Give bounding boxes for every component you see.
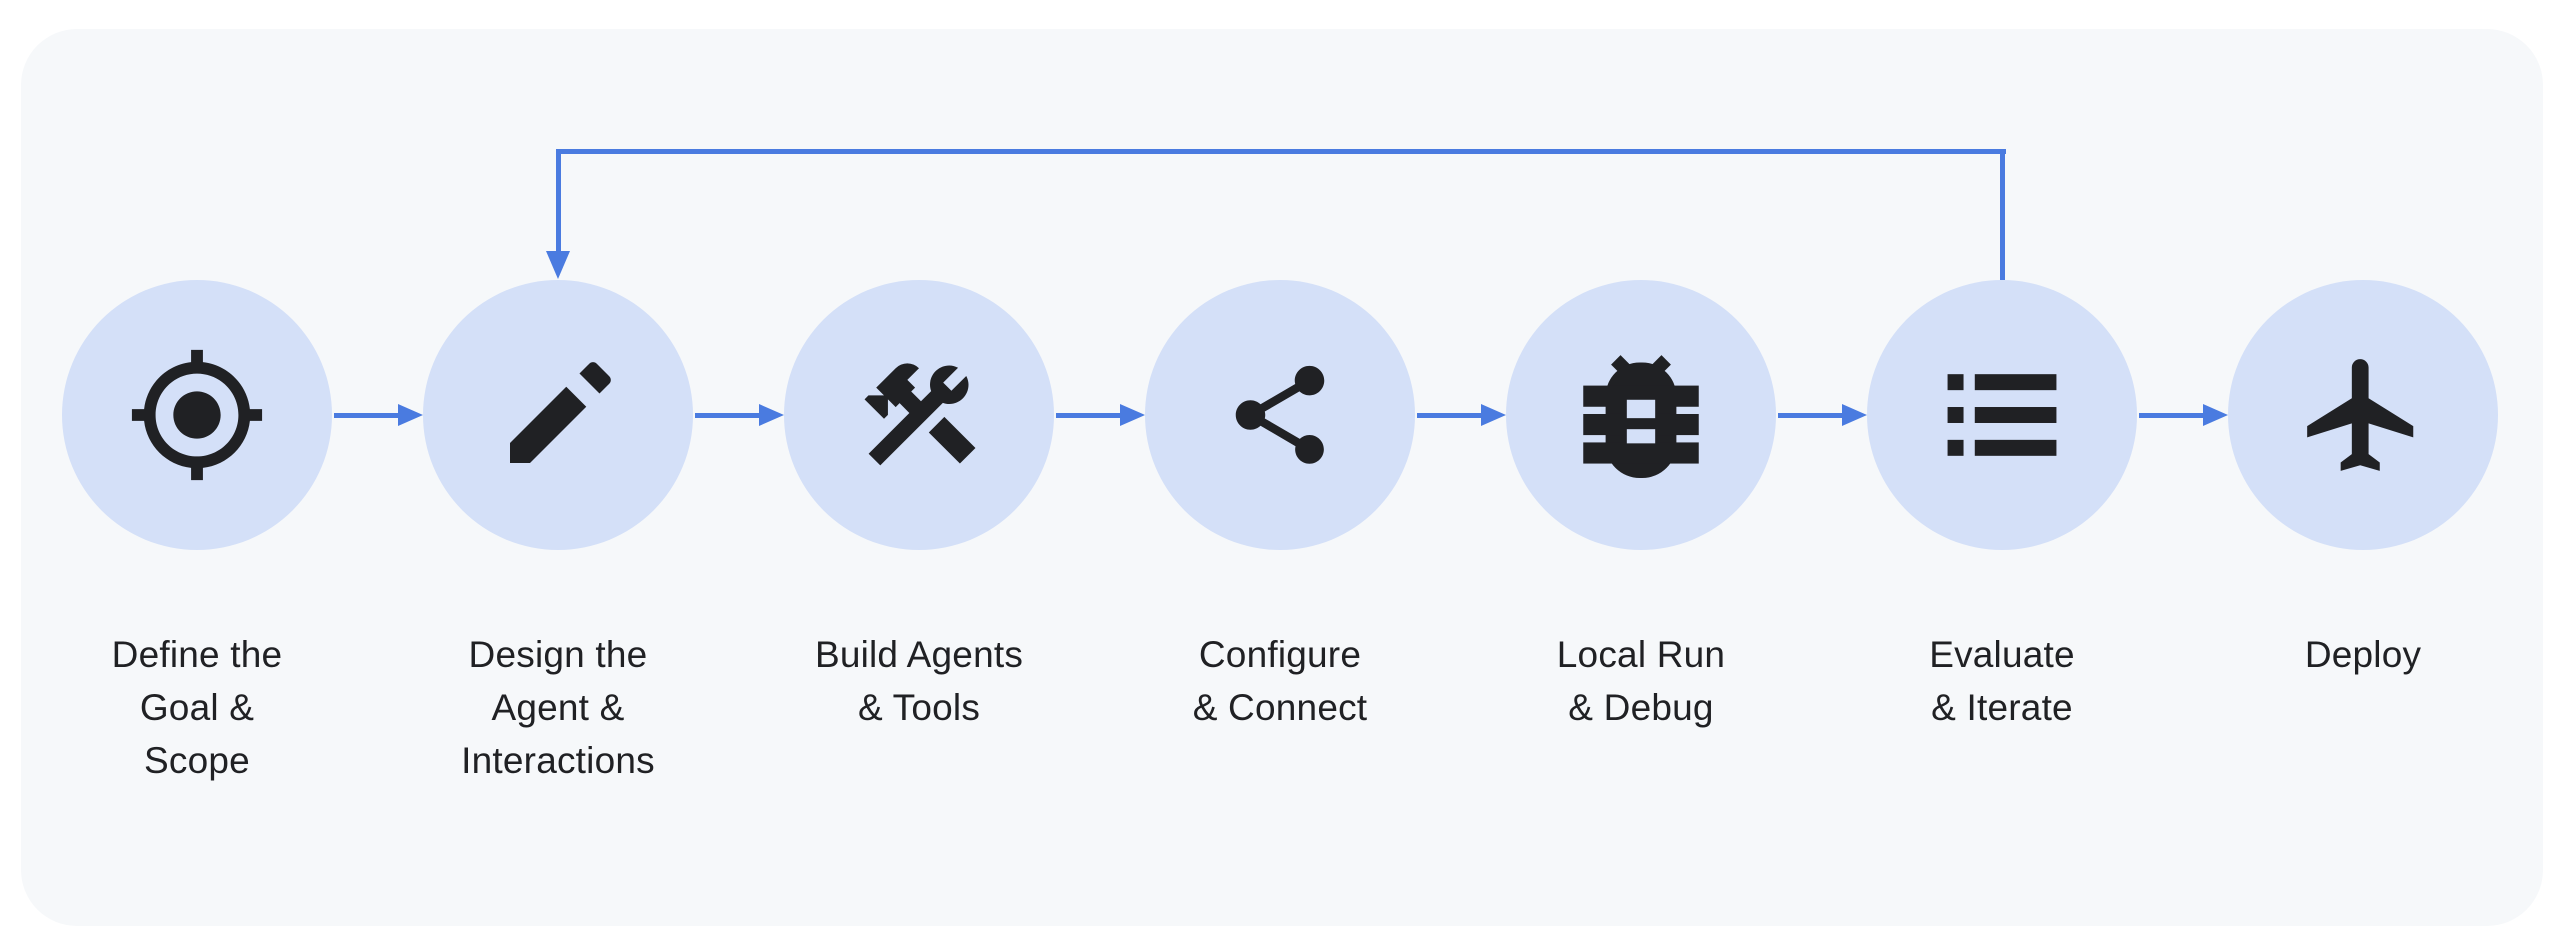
step-circle xyxy=(2228,280,2498,550)
connector-line xyxy=(2139,413,2203,418)
list-icon xyxy=(1947,374,2057,456)
feedback-loop-horizontal-line xyxy=(556,149,2006,154)
step-define-goal-scope: Define the Goal & Scope xyxy=(17,280,377,787)
feedback-loop-arrowhead-icon xyxy=(546,251,570,279)
step-label: Define the Goal & Scope xyxy=(111,634,283,781)
arrow-right-icon xyxy=(1842,404,1867,426)
step-label: Deploy xyxy=(2304,634,2422,675)
step-deploy: Deploy xyxy=(2183,280,2543,681)
feedback-loop-right-segment xyxy=(2000,149,2005,280)
arrow-right-icon xyxy=(1481,404,1506,426)
connector-line xyxy=(695,413,759,418)
share-icon xyxy=(1235,365,1325,464)
step-circle xyxy=(784,280,1054,550)
step-local-run-debug: Local Run & Debug xyxy=(1461,280,1821,734)
step-circle xyxy=(423,280,693,550)
target-icon xyxy=(131,349,263,481)
connector-line xyxy=(1417,413,1481,418)
step-label: Design the Agent & Interactions xyxy=(461,634,655,781)
arrow-right-icon xyxy=(398,404,423,426)
step-label: Configure & Connect xyxy=(1192,634,1368,728)
step-circle xyxy=(1145,280,1415,550)
step-evaluate-iterate: Evaluate & Iterate xyxy=(1822,280,2182,734)
step-label: Build Agents & Tools xyxy=(814,634,1024,728)
feedback-loop-left-segment xyxy=(556,149,561,253)
step-circle xyxy=(1867,280,2137,550)
airplane-icon xyxy=(2307,359,2414,471)
step-label: Local Run & Debug xyxy=(1556,634,1726,728)
pencil-icon xyxy=(510,362,611,463)
connector-line xyxy=(1056,413,1120,418)
bug-icon xyxy=(1583,355,1699,478)
arrow-right-icon xyxy=(2203,404,2228,426)
step-circle xyxy=(1506,280,1776,550)
step-build-agents-tools: Build Agents & Tools xyxy=(739,280,1099,734)
step-configure-connect: Configure & Connect xyxy=(1100,280,1460,734)
step-design-agent: Design the Agent & Interactions xyxy=(378,280,738,787)
arrow-right-icon xyxy=(759,404,784,426)
step-circle xyxy=(62,280,332,550)
arrow-right-icon xyxy=(1120,404,1145,426)
connector-line xyxy=(1778,413,1842,418)
tools-icon xyxy=(864,363,976,466)
step-label: Evaluate & Iterate xyxy=(1929,634,2075,728)
connector-line xyxy=(334,413,398,418)
